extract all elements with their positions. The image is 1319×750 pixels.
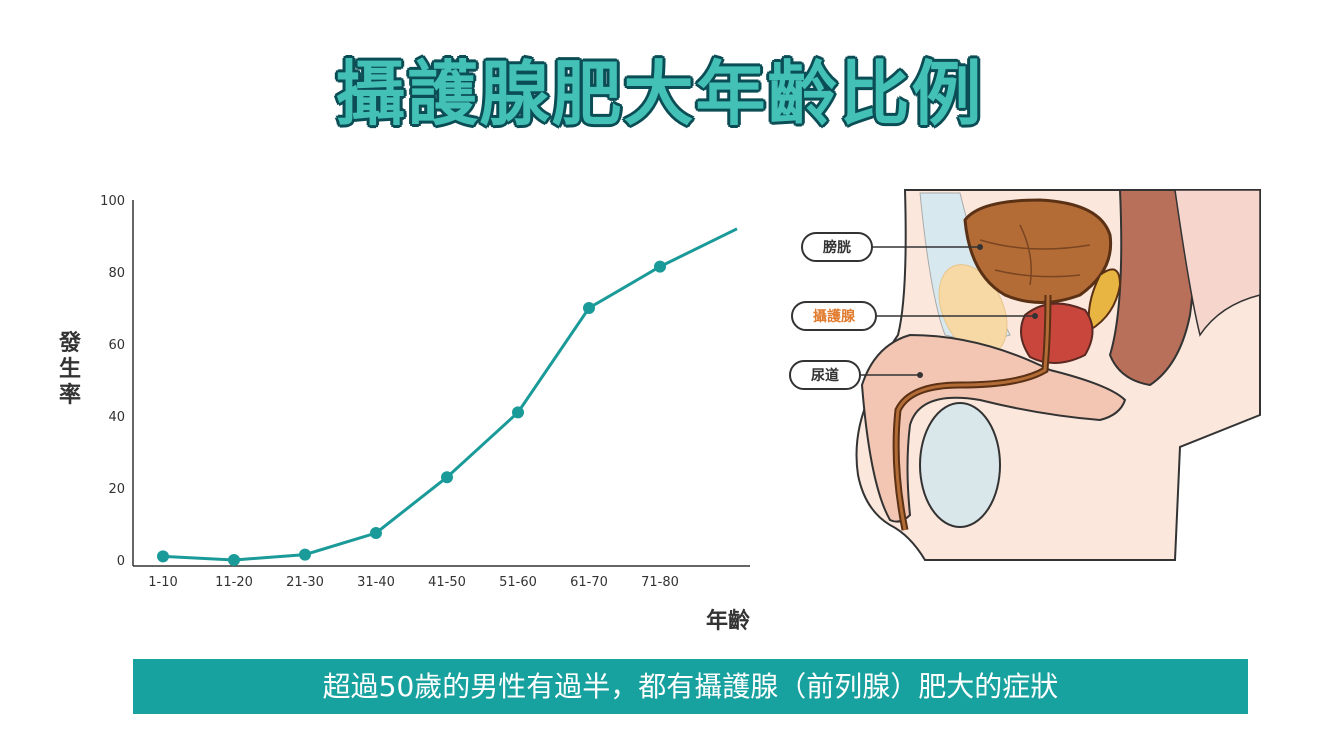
data-point [370,527,382,539]
seminal-vesicle [1087,268,1122,332]
x-tick-label: 71-80 [641,575,679,590]
x-tick-label: 51-60 [499,575,537,590]
page-title: 攝護腺肥大年齡比例 [335,53,984,135]
data-point [654,260,666,273]
bladder-shape [963,198,1113,304]
urethra-label: 尿道 [811,367,839,384]
prostate-shape [1020,302,1094,364]
y-tick-labels: 0 20 40 60 80 100 [100,194,125,569]
testis [919,402,1001,528]
series-line [162,227,738,562]
x-tick-label: 41-50 [428,575,466,590]
x-axis-label: 年齡 [706,608,750,634]
summary-banner: 超過50歲的男性有過半，都有攝護腺（前列腺）肥大的症狀 [133,659,1248,714]
x-tick-label: 61-70 [570,575,608,590]
x-tick-label: 31-40 [357,575,395,590]
penis-shape [860,333,1127,523]
spine-region [1174,189,1261,337]
bladder-label: 膀胱 [822,239,851,256]
callout-urethra: 尿道 [789,360,923,390]
callout-prostate: 攝護腺 [791,301,1038,331]
y-tick-label: 100 [100,194,125,209]
chart-axes [132,200,750,567]
x-tick-label: 11-20 [215,575,253,590]
x-tick-labels: 1-10 11-20 21-30 31-40 41-50 51-60 61-70 71-80 [148,575,679,590]
bladder-folds [979,224,1091,286]
y-tick-label: 60 [108,338,125,353]
x-tick-label: 1-10 [148,575,178,590]
anatomy-illustration: 膀胱 攝護腺 尿道 [789,189,1261,561]
data-point [512,406,524,419]
data-point [299,548,311,561]
callout-bladder: 膀胱 [801,232,983,262]
data-point [441,471,453,484]
data-point [228,554,240,566]
y-tick-label: 40 [108,410,125,425]
data-points [157,260,666,566]
urethra-inner [894,294,1050,531]
y-tick-label: 80 [108,266,125,281]
prostate-label: 攝護腺 [813,308,856,325]
x-tick-label: 21-30 [286,575,324,590]
y-tick-label: 0 [117,554,125,569]
y-axis-label: 發生率 [58,331,81,408]
line-chart: 0 20 40 60 80 100 1-10 11-20 21-30 31-40 41-50 51-… [58,194,750,634]
data-point [157,550,169,563]
data-point [583,302,595,314]
y-tick-label: 20 [108,482,125,497]
